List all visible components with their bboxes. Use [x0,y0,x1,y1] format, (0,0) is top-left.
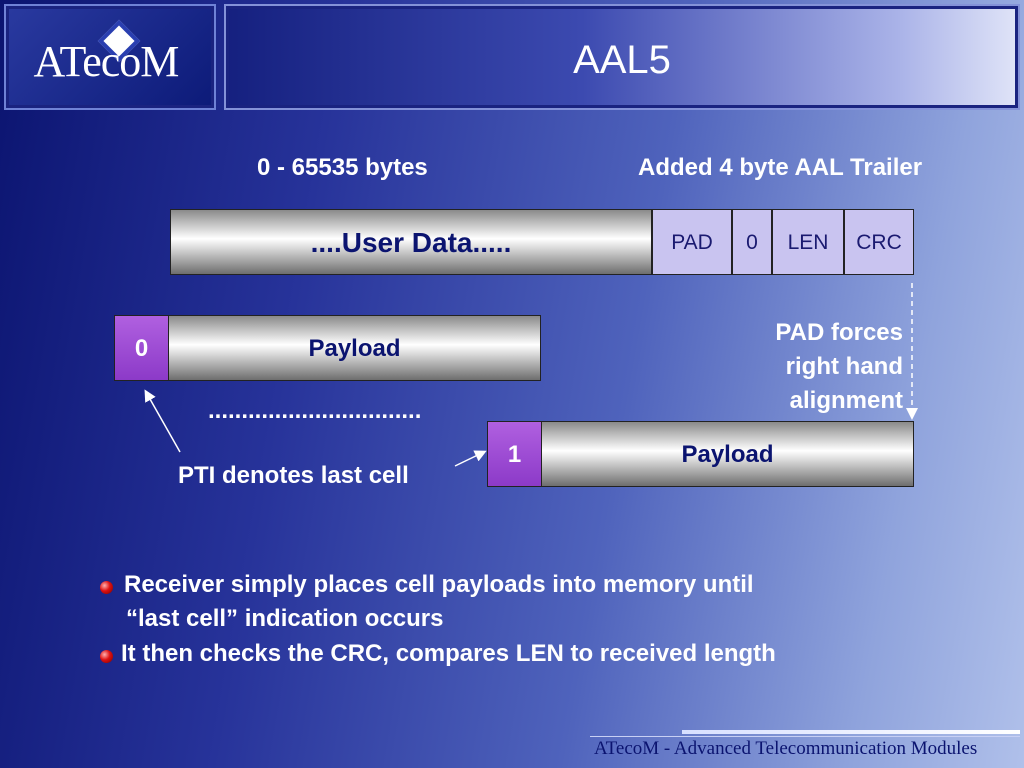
footer-rule [682,730,1020,734]
ellipsis-cells: ................................ [208,397,422,424]
bullet-2: It then checks the CRC, compares LEN to … [121,640,776,667]
logo: ATecoM [33,37,180,86]
cell-2-payload: Payload [541,421,914,487]
pad-note: PAD forces right hand alignment [720,316,903,418]
bullet-icon [100,581,113,594]
trailer-field-zero: 0 [732,209,772,275]
pti-arrow-cell-1 [144,389,181,453]
user-data-block: ....User Data..... [170,209,652,275]
pad-note-line: PAD forces [775,319,903,346]
cell-2-pti: 1 [487,421,542,487]
pad-note-line: right hand [785,353,903,380]
pad-note-line: alignment [789,387,903,414]
bullet-1-continuation: “last cell” indication occurs [126,605,444,632]
footer-text: ATecoM - Advanced Telecommunication Modu… [594,738,978,759]
footer-rule-thin [590,736,1020,737]
pti-note: PTI denotes last cell [178,462,409,489]
bullet-1: Receiver simply places cell payloads int… [124,571,754,598]
user-data-size-label: 0 - 65535 bytes [257,154,428,181]
trailer-field-len: LEN [772,209,844,275]
logo-panel [4,4,216,110]
cell-1-payload: Payload [168,315,541,381]
cell-1-pti: 0 [114,315,169,381]
slide-title: AAL5 [573,38,671,82]
trailer-field-crc: CRC [844,209,914,275]
trailer-label: Added 4 byte AAL Trailer [638,154,923,181]
aal-trailer: PAD 0 LEN CRC [652,209,914,275]
title-panel [224,4,1020,110]
trailer-field-pad: PAD [652,209,732,275]
bullet-icon [100,650,113,663]
pti-arrow-cell-2 [454,450,487,467]
